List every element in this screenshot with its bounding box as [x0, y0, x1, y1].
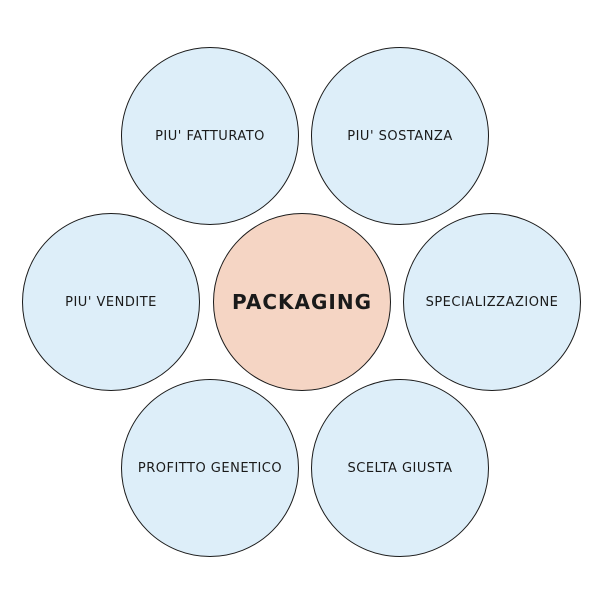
center-node-packaging: PACKAGING [213, 213, 391, 391]
center-node-label: PACKAGING [232, 290, 372, 314]
node-label: SCELTA GIUSTA [347, 460, 453, 476]
node-label: PROFITTO GENETICO [137, 460, 283, 476]
node-label: PIU' SOSTANZA [347, 128, 453, 144]
node-piu-fatturato: PIU' FATTURATO [121, 47, 299, 225]
node-scelta-giusta: SCELTA GIUSTA [311, 379, 489, 557]
node-label: PIU' VENDITE [65, 294, 157, 310]
node-piu-sostanza: PIU' SOSTANZA [311, 47, 489, 225]
node-label: PIU' FATTURATO [155, 128, 265, 144]
node-specializzazione: SPECIALIZZAZIONE [403, 213, 581, 391]
node-profitto-genetico: PROFITTO GENETICO [121, 379, 299, 557]
node-piu-vendite: PIU' VENDITE [22, 213, 200, 391]
node-label: SPECIALIZZAZIONE [425, 294, 559, 310]
